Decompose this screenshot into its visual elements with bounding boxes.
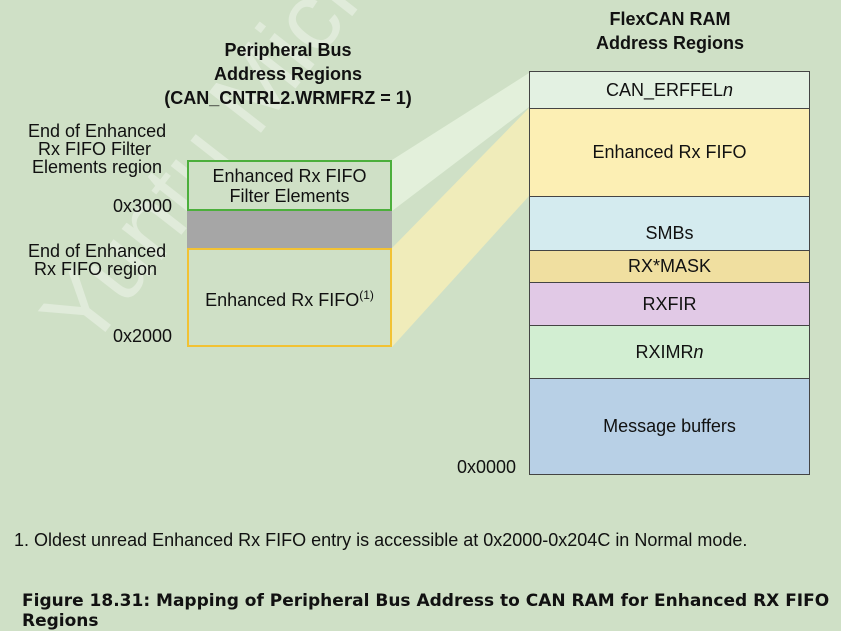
- address-0000: 0x0000: [457, 457, 517, 477]
- ram-rximr: RXIMRn: [529, 325, 810, 378]
- left-title-line1: Peripheral Bus: [224, 40, 352, 60]
- enhanced-fifo-box-text: Enhanced Rx FIFO(1): [205, 285, 374, 311]
- ram-erffel-text: CAN_ERFFELn: [606, 80, 733, 101]
- ram-smbs-label: SMBs: [645, 223, 694, 243]
- ram-smbs: SMBs: [529, 196, 810, 250]
- footnote: 1. Oldest unread Enhanced Rx FIFO entry …: [14, 530, 748, 550]
- right-title: FlexCAN RAM Address Regions: [560, 7, 780, 55]
- left-title-line3: (CAN_CNTRL2.WRMFRZ = 1): [164, 88, 412, 108]
- ram-rximr-label: RXIMR: [635, 341, 694, 362]
- address-3000: 0x3000: [113, 196, 173, 216]
- ram-erffel: CAN_ERFFELn: [529, 71, 810, 108]
- ram-enhanced-fifo-label: Enhanced Rx FIFO: [592, 142, 747, 162]
- left-title-line2: Address Regions: [213, 64, 363, 84]
- fifo-end-line2: Rx FIFO region: [34, 259, 158, 279]
- left-title: Peripheral Bus Address Regions (CAN_CNTR…: [150, 38, 426, 110]
- ram-rxmask: RX*MASK: [529, 250, 810, 282]
- filter-end-line3: Elements region: [32, 157, 163, 177]
- filter-end-line2: Rx FIFO Filter: [38, 139, 151, 159]
- ram-rximr-suffix: n: [693, 341, 704, 362]
- enhanced-fifo-box: Enhanced Rx FIFO(1): [187, 248, 392, 347]
- right-title-line2: Address Regions: [595, 33, 745, 53]
- filter-end-line1: End of Enhanced: [28, 121, 167, 141]
- ram-enhanced-fifo: Enhanced Rx FIFO: [529, 108, 810, 196]
- filter-box-line2: Filter Elements: [229, 185, 350, 206]
- fifo-end-line1: End of Enhanced: [28, 241, 167, 261]
- fifo-end-label: End of Enhanced Rx FIFO region: [28, 242, 166, 278]
- reserved-gray-block: [187, 211, 392, 248]
- figure-caption: Figure 18.31: Mapping of Peripheral Bus …: [22, 591, 830, 631]
- ram-erffel-suffix: n: [723, 79, 734, 100]
- fifo-mapping-band: [392, 108, 529, 347]
- address-2000: 0x2000: [113, 326, 173, 346]
- ram-rxfir-label: RXFIR: [642, 293, 697, 314]
- ram-rxfir: RXFIR: [529, 282, 810, 325]
- ram-erffel-label: CAN_ERFFEL: [605, 79, 723, 100]
- filter-elements-box: Enhanced Rx FIFO Filter Elements: [187, 160, 392, 211]
- ram-rxmask-label: RX*MASK: [627, 256, 712, 276]
- ram-message-buffers: Message buffers: [529, 378, 810, 475]
- ram-rximr-text: RXIMRn: [635, 342, 703, 363]
- right-title-line1: FlexCAN RAM: [609, 9, 731, 29]
- filter-box-line1: Enhanced Rx FIFO: [212, 165, 367, 186]
- filter-end-label: End of Enhanced Rx FIFO Filter Elements …: [28, 122, 166, 176]
- filter-mapping-band: [392, 73, 529, 211]
- footnote-marker: (1): [359, 287, 374, 302]
- ram-message-buffers-label: Message buffers: [603, 416, 736, 436]
- enhanced-fifo-box-label: Enhanced Rx FIFO: [205, 289, 360, 310]
